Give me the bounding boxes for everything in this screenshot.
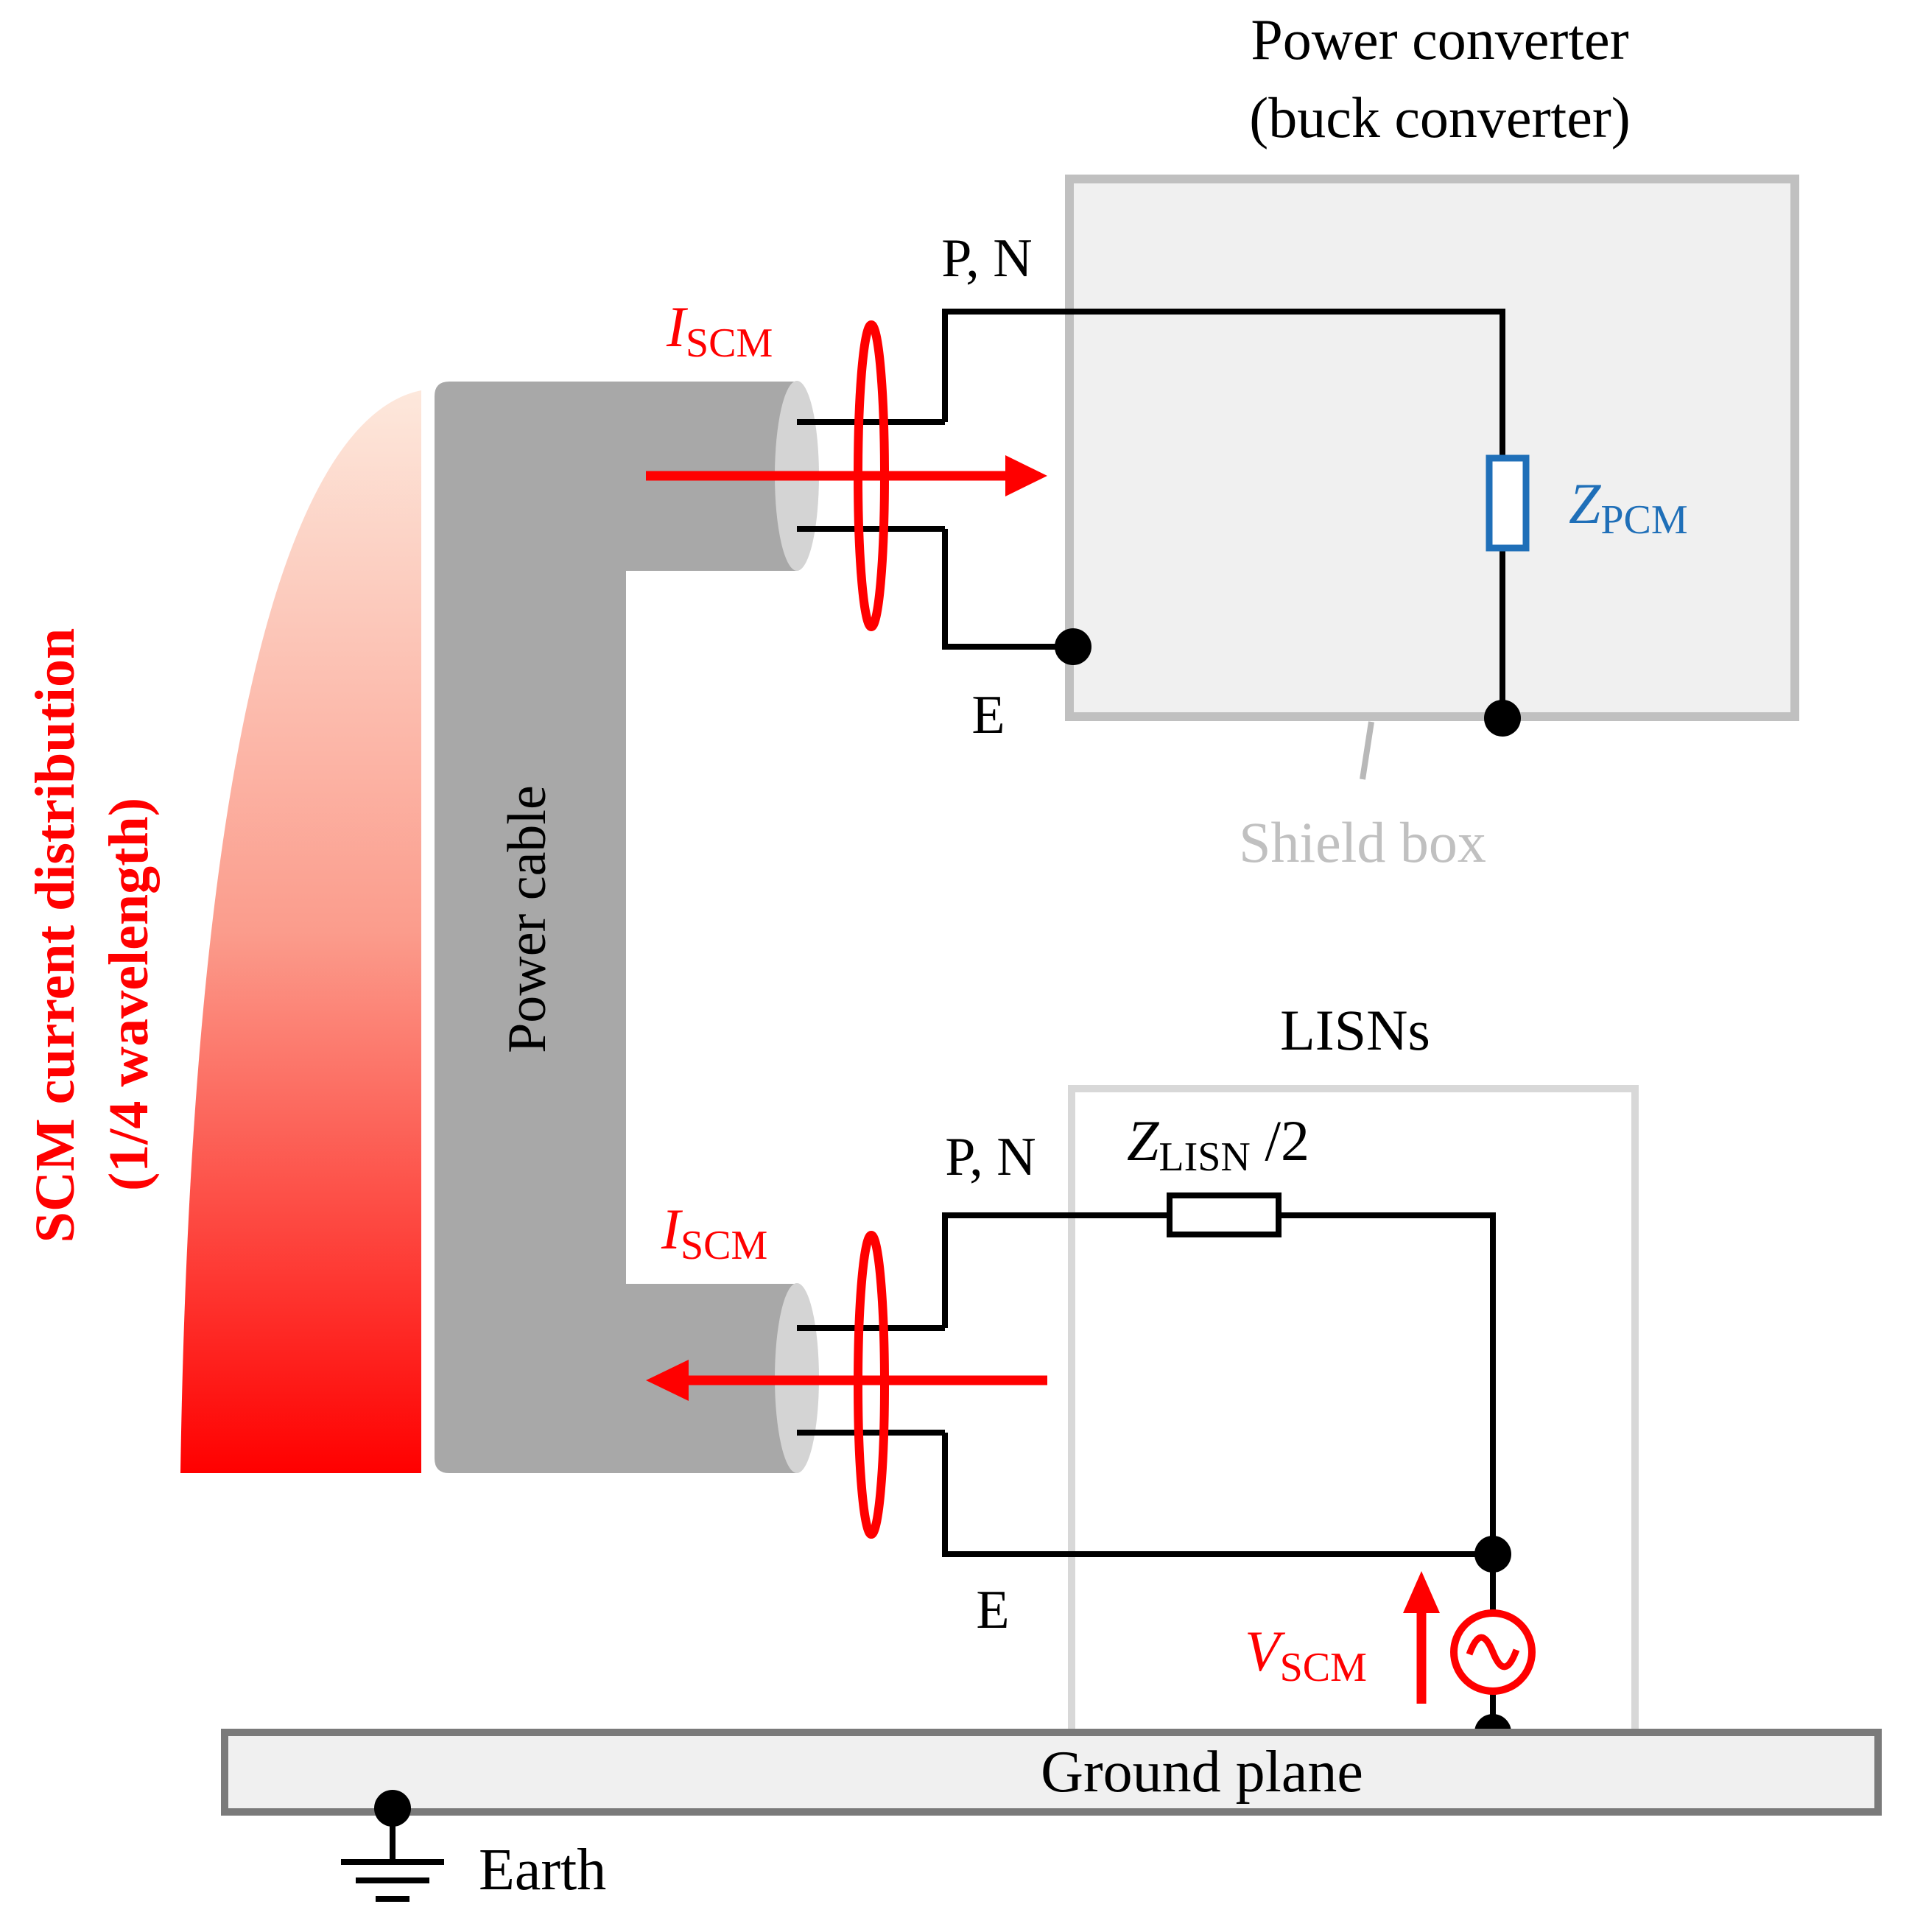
v-scm-sub: SCM [1280, 1645, 1367, 1690]
converter-ground-node [1484, 700, 1521, 737]
current-arrow-top [646, 455, 1047, 496]
converter-terminal-e: E [971, 685, 1005, 745]
power-converter-title-line2: (buck converter) [1249, 85, 1631, 150]
power-cable: Power cable [435, 381, 819, 1473]
z-lisn-label: ZLISN /2 [1127, 1109, 1309, 1180]
current-label-bottom-main: I [661, 1197, 683, 1261]
power-converter-title-line1: Power converter [1251, 7, 1628, 71]
earth-ground-icon [341, 1790, 444, 1902]
v-scm-main: V [1245, 1619, 1286, 1683]
converter-wiring [797, 309, 1505, 718]
current-arrow-bottom [646, 1360, 1047, 1401]
earth-label: Earth [479, 1838, 606, 1903]
z-lisn-resistor [1167, 1192, 1282, 1237]
lisn-title: LISNs [1280, 998, 1430, 1062]
lisn-e-node [1474, 1536, 1511, 1573]
current-label-top-main: I [666, 295, 689, 359]
lisn-terminal-e: E [976, 1580, 1009, 1640]
distribution-label-line2: (1/4 wavelength) [98, 798, 160, 1191]
current-label-bottom-sub: SCM [681, 1223, 767, 1268]
distribution-label: SCM current distribution (1/4 wavelength… [24, 628, 160, 1243]
ground-plane-label: Ground plane [1041, 1740, 1363, 1805]
lisn-wiring [797, 1212, 1496, 1731]
shield-box-label: Shield box [1239, 810, 1486, 874]
z-pcm-main: Z [1569, 471, 1602, 535]
v-scm-label: VSCM [1245, 1619, 1367, 1690]
lisn-terminal-pn: P, N [945, 1127, 1036, 1187]
shield-box [1065, 175, 1799, 721]
z-pcm-sub: PCM [1600, 497, 1687, 543]
current-label-top-sub: SCM [686, 320, 773, 366]
power-cable-body [435, 382, 797, 1473]
power-cable-label: Power cable [497, 785, 558, 1053]
scm-current-distribution-shape [180, 390, 421, 1473]
distribution-label-line1: SCM current distribution [24, 628, 86, 1243]
z-lisn-sub: LISN [1159, 1134, 1250, 1180]
z-pcm-resistor [1486, 454, 1530, 552]
lisn-box [1068, 1085, 1639, 1740]
z-lisn-suffix: /2 [1251, 1109, 1309, 1173]
converter-e-node [1055, 628, 1091, 665]
voltage-arrow [1403, 1571, 1440, 1704]
ground-plane [221, 1729, 1882, 1816]
converter-terminal-pn: P, N [941, 228, 1032, 289]
z-lisn-main: Z [1127, 1109, 1160, 1173]
ac-source-icon [1450, 1609, 1536, 1695]
shield-box-leader [1360, 721, 1374, 780]
current-label-bottom: ISCM [661, 1197, 767, 1268]
z-pcm-label: ZPCM [1569, 471, 1688, 543]
current-label-top: ISCM [666, 295, 773, 366]
